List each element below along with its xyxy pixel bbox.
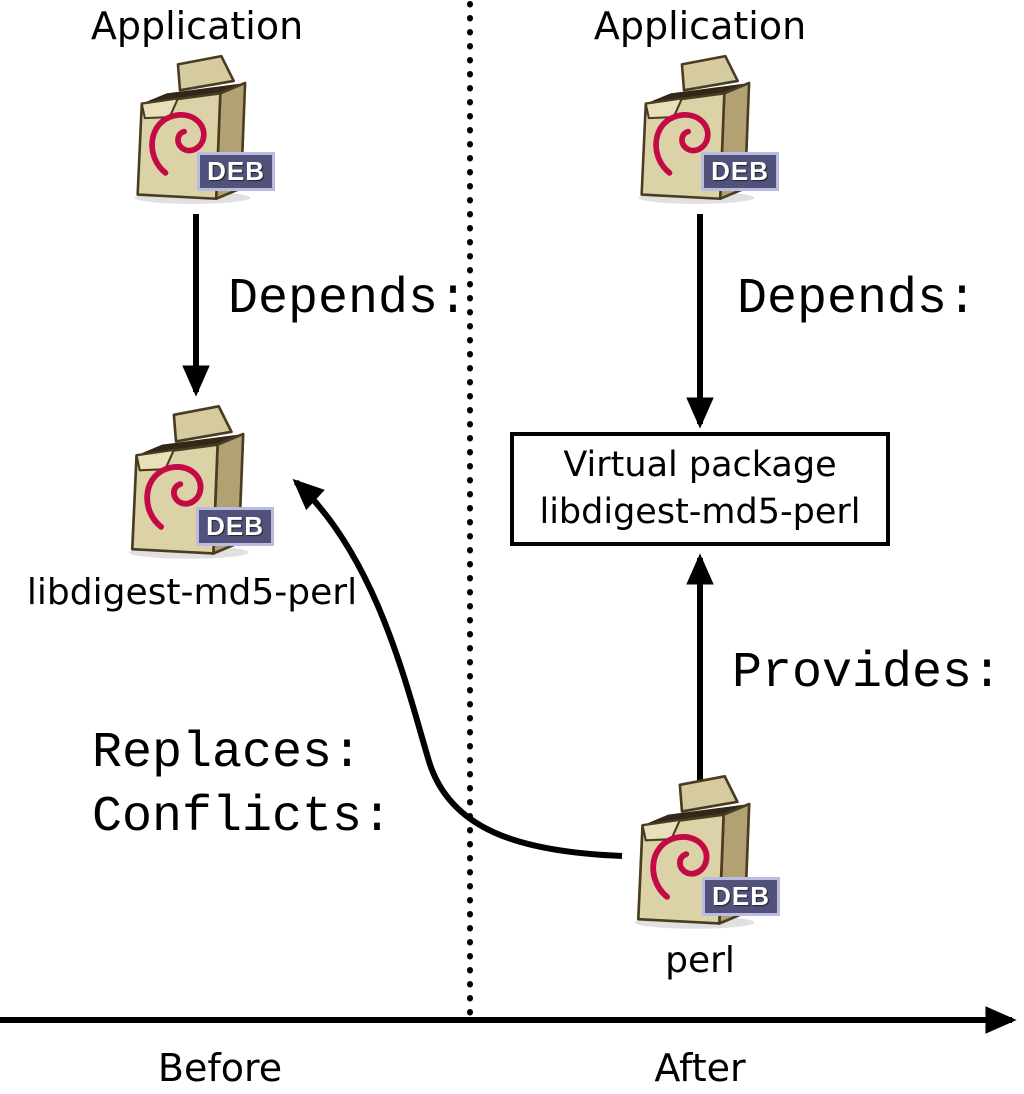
virtual-package-box-line2: libdigest-md5-perl — [539, 492, 861, 532]
deb-badge: DEB — [196, 507, 274, 546]
left-application-label: Application — [90, 4, 304, 48]
left-application-package-icon: DEB — [118, 52, 275, 207]
virtual-package-box: Virtual package libdigest-md5-perl — [510, 432, 890, 546]
right-application-label: Application — [593, 4, 807, 48]
deb-badge: DEB — [701, 152, 779, 191]
deb-badge: DEB — [197, 152, 275, 191]
libdigest-package-icon: DEB — [112, 402, 274, 562]
libdigest-package-label: libdigest-md5-perl — [26, 572, 358, 613]
left-depends-label: Depends: — [228, 271, 469, 328]
provides-label: Provides: — [732, 645, 1003, 702]
virtual-package-box-line1: Virtual package — [563, 444, 837, 485]
right-depends-label: Depends: — [737, 271, 978, 328]
before-label: Before — [157, 1046, 283, 1090]
after-label: After — [654, 1046, 746, 1090]
conflicts-label: Conflicts: — [92, 789, 393, 846]
replaces-label: Replaces: — [92, 725, 363, 782]
replaces-curved-arrow — [292, 478, 623, 859]
perl-package-icon: DEB — [618, 772, 780, 932]
deb-badge: DEB — [702, 877, 780, 916]
perl-package-label: perl — [665, 940, 735, 981]
right-application-package-icon: DEB — [622, 52, 779, 207]
